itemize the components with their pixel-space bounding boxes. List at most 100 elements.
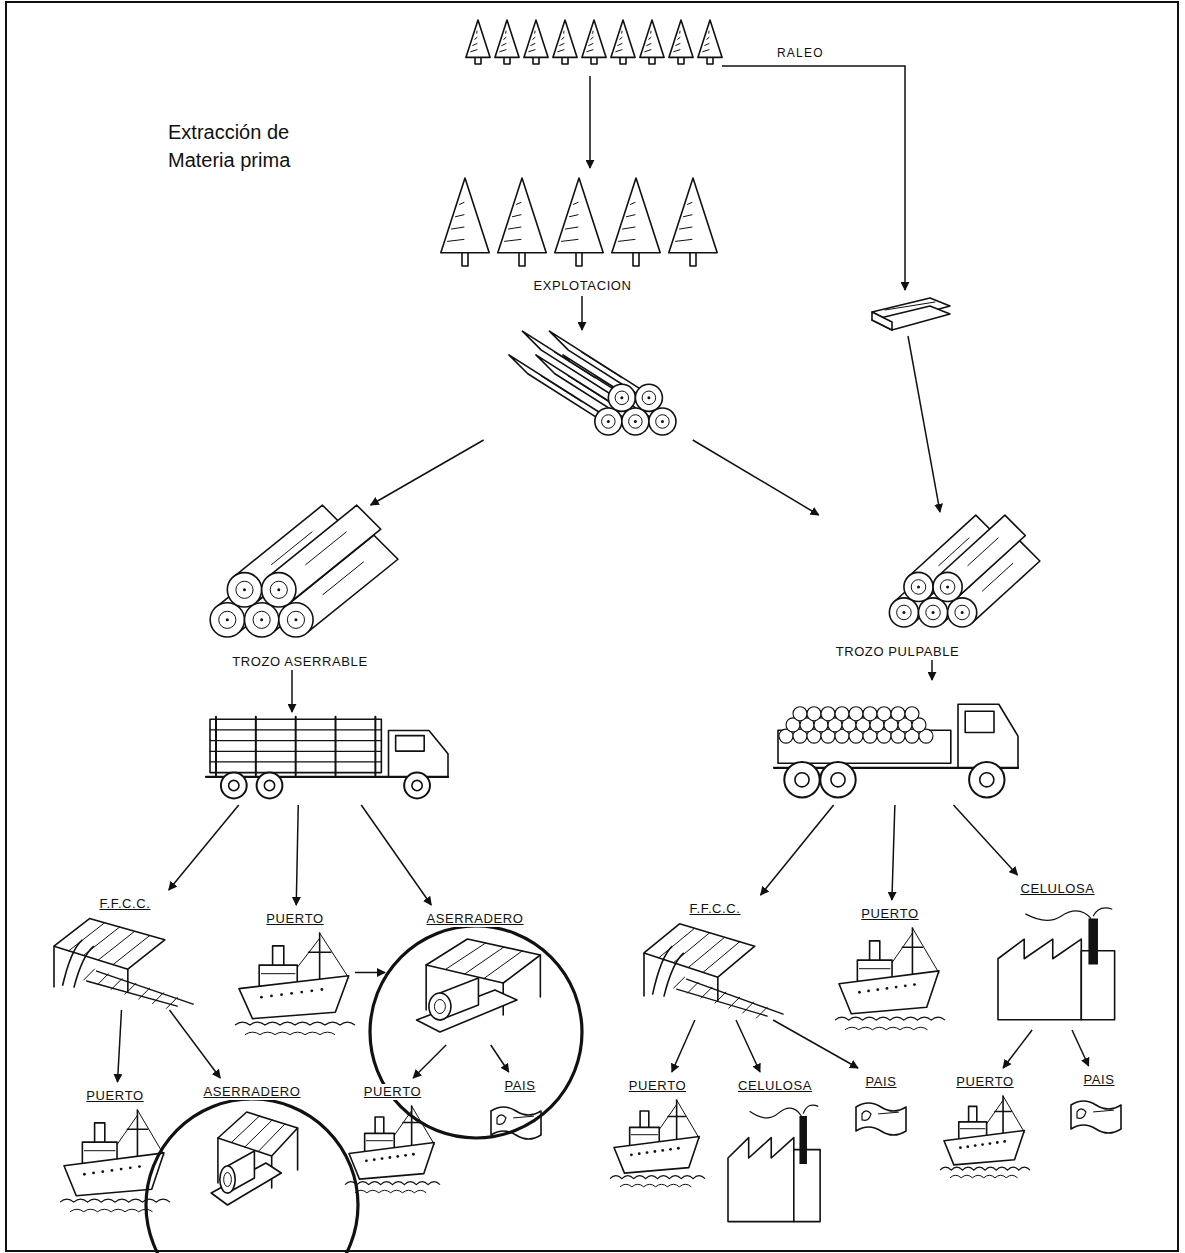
log-core bbox=[902, 611, 905, 614]
waves bbox=[940, 1167, 1030, 1170]
tree-line bbox=[687, 202, 692, 204]
ship-porthole bbox=[300, 991, 303, 994]
tree-crown bbox=[698, 20, 722, 57]
tree-crown bbox=[553, 20, 577, 57]
label-row: F.F.C.C. bbox=[50, 894, 200, 912]
ship-mast bbox=[137, 1110, 139, 1158]
ship-porthole bbox=[630, 1153, 633, 1156]
ship-porthole bbox=[290, 992, 293, 995]
plank-end bbox=[872, 312, 892, 330]
node-label: ASERRADERO bbox=[424, 911, 525, 927]
flow-arrow bbox=[169, 1010, 220, 1078]
flow-node: PUERTO bbox=[835, 900, 945, 1040]
shed-roof bbox=[54, 919, 165, 970]
ship-rigging bbox=[1003, 1096, 1024, 1132]
rail-tie bbox=[166, 997, 177, 1008]
shed-rib bbox=[113, 936, 150, 965]
flow-arrow bbox=[954, 805, 1018, 875]
node-label: F.F.C.C. bbox=[97, 896, 152, 912]
flow-node: EXPLOTACION bbox=[440, 172, 725, 440]
ship-deck-line bbox=[960, 1128, 985, 1129]
ship-porthole bbox=[913, 983, 916, 986]
rail-tie bbox=[153, 993, 164, 1004]
ship-yard bbox=[995, 1111, 1011, 1112]
tree-crown bbox=[611, 20, 635, 57]
ship-deck-line bbox=[84, 1150, 115, 1151]
ship-rigging bbox=[890, 933, 912, 965]
log-end bbox=[429, 993, 451, 1020]
node-illustration bbox=[835, 928, 945, 1030]
tree-crown bbox=[582, 20, 606, 57]
ship-porthole bbox=[677, 1147, 680, 1150]
tree-line bbox=[591, 37, 593, 39]
node-label: PUERTO bbox=[859, 906, 920, 922]
ship-porthole bbox=[404, 1154, 407, 1157]
log-end bbox=[227, 573, 261, 607]
node-label: TROZO PULPABLE bbox=[834, 644, 962, 660]
node-label: PAIS bbox=[863, 1074, 898, 1090]
flow-node: PUERTO bbox=[345, 1078, 440, 1228]
sawmill-rib bbox=[465, 947, 504, 974]
ship-porthole bbox=[886, 987, 889, 990]
flow-label: RALEO bbox=[775, 46, 826, 60]
flow-arrow bbox=[892, 805, 895, 900]
ship-hull bbox=[614, 1137, 699, 1174]
shed-rib bbox=[84, 927, 120, 955]
tree-line bbox=[569, 215, 578, 217]
tree-line bbox=[504, 37, 506, 39]
flag-emblem bbox=[1077, 1109, 1086, 1118]
tree-line bbox=[619, 239, 635, 241]
label-row: PUERTO bbox=[235, 909, 355, 927]
log-body bbox=[522, 331, 631, 407]
flow-node: PUERTO bbox=[940, 1068, 1030, 1228]
flow-node: ASERRADERO bbox=[188, 1078, 316, 1228]
tree-crown bbox=[612, 178, 660, 253]
tree-crown bbox=[669, 178, 717, 253]
ship-porthole bbox=[320, 988, 323, 991]
truck-stake bbox=[335, 717, 337, 775]
node-illustration bbox=[211, 1112, 297, 1205]
log-core bbox=[294, 618, 297, 621]
rail bbox=[87, 981, 178, 1006]
tree-line bbox=[565, 227, 578, 229]
shed-rib bbox=[98, 931, 134, 960]
log-core bbox=[243, 588, 246, 591]
tree-line bbox=[679, 31, 680, 33]
tree-crown bbox=[524, 20, 548, 57]
log-core bbox=[647, 396, 650, 399]
tree-line bbox=[705, 44, 709, 46]
ship-porthole bbox=[310, 989, 313, 992]
tree-line bbox=[647, 44, 651, 46]
shed-rib bbox=[69, 923, 105, 951]
truck-hub bbox=[795, 773, 809, 787]
truck-log-end bbox=[905, 707, 919, 721]
thinning-stack bbox=[872, 298, 950, 330]
log-end bbox=[948, 598, 977, 627]
ship-rigging bbox=[320, 933, 349, 978]
ship-rigging bbox=[658, 1105, 677, 1132]
tree-line bbox=[529, 50, 535, 52]
ship-rigging bbox=[985, 1100, 1003, 1126]
shed-rib bbox=[688, 937, 724, 967]
truck-cab bbox=[389, 730, 449, 776]
sawmill-post bbox=[297, 1128, 299, 1170]
flag-stripe bbox=[1094, 1110, 1114, 1112]
ship-deck-line bbox=[859, 968, 890, 969]
node-label: PAIS bbox=[1081, 1072, 1116, 1088]
waves bbox=[610, 1176, 705, 1179]
ship-porthole bbox=[867, 990, 870, 993]
node-label: F.F.C.C. bbox=[687, 901, 742, 917]
log-core bbox=[917, 585, 920, 588]
node-label: CELULOSA bbox=[1018, 881, 1096, 897]
node-illustration bbox=[774, 515, 1040, 797]
arrow-line bbox=[291, 670, 293, 712]
tree-line bbox=[533, 37, 535, 39]
ship-hull bbox=[839, 971, 939, 1014]
log-grain bbox=[581, 352, 622, 378]
node-illustration bbox=[206, 505, 448, 798]
truck-wheel bbox=[257, 773, 283, 799]
waves bbox=[70, 1209, 153, 1212]
truck-stake bbox=[374, 717, 376, 775]
ship-yard bbox=[902, 947, 922, 948]
ship-hull bbox=[239, 976, 349, 1019]
